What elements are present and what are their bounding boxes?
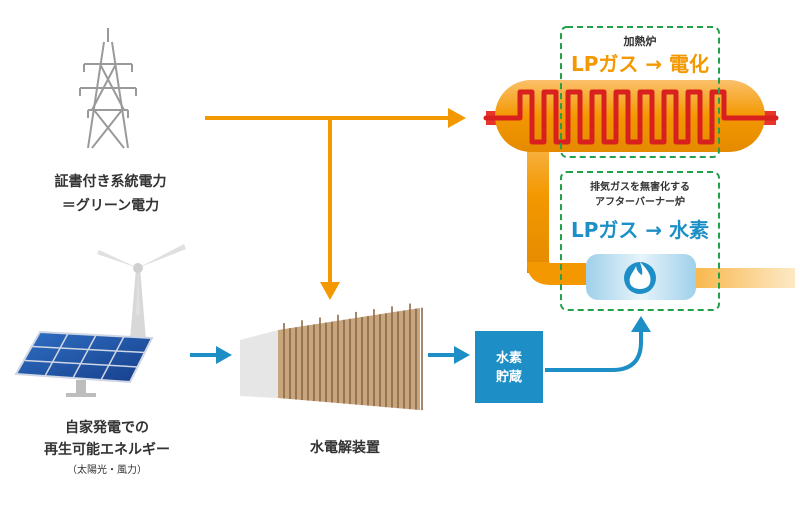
wind-turbine-icon: [97, 244, 186, 340]
electrolyzer-to-storage-flow: [428, 346, 470, 364]
afterburner-caption-line2: アフターバーナー炉: [595, 197, 685, 208]
afterburner-caption: 排気ガスを無害化する アフターバーナー炉: [561, 180, 719, 210]
self-generation-line1: 自家発電での: [65, 420, 149, 436]
storage-line2: 貯蔵: [495, 370, 522, 385]
hydrogen-storage-box: [475, 331, 543, 403]
self-generation-label: 自家発電での 再生可能エネルギー: [22, 417, 192, 461]
furnace-main-label: LPガス → 電化: [570, 52, 710, 76]
grid-power-line1: 証書付き系統電力: [54, 174, 167, 190]
afterburner: [586, 254, 696, 300]
arrow-to-electrolyzer-icon: [320, 282, 340, 300]
heater-coil-icon: [483, 89, 779, 145]
grid-power-label: 証書付き系統電力 ＝グリーン電力: [28, 170, 193, 218]
self-generation-sub: （太陽光・風力）: [67, 465, 147, 476]
furnace-caption: 加熱炉: [623, 35, 657, 48]
arrow-to-furnace-icon: [448, 108, 466, 128]
storage-line1: 水素: [495, 351, 522, 366]
self-generation-line2: 再生可能エネルギー: [44, 442, 170, 458]
renewable-flow: [190, 346, 232, 364]
transmission-tower-icon: [79, 28, 137, 149]
grid-power-line2: ＝グリーン電力: [61, 198, 160, 214]
furnace-highlight-frame: [560, 26, 720, 158]
solar-panel-icon: [14, 330, 154, 397]
afterburner-highlight-frame: [560, 171, 720, 311]
afterburner-main-label: LPガス → 水素: [570, 218, 710, 242]
storage-to-afterburner-flow: [545, 316, 651, 372]
electrolyzer-icon: [240, 303, 423, 411]
hydrogen-storage-label: 水素 貯蔵: [477, 349, 541, 387]
afterburner-caption-line1: 排気ガスを無害化する: [590, 182, 690, 193]
heating-furnace: [483, 80, 779, 152]
flame-icon: [624, 262, 656, 294]
grid-power-flow: [205, 116, 452, 285]
electrolyzer-label: 水電解装置: [310, 440, 380, 456]
